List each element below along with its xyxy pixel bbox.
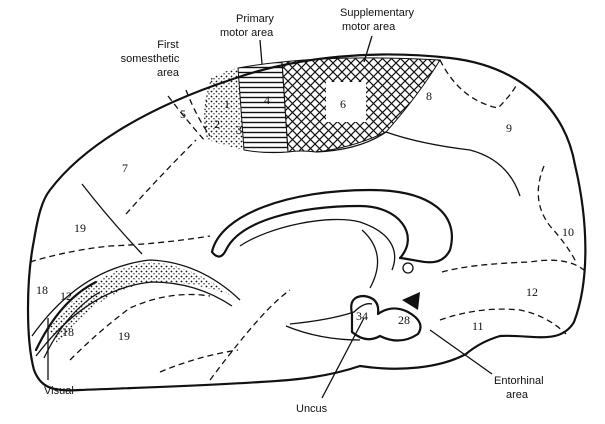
area-label-11: 11 (472, 319, 484, 333)
area-label-8: 8 (426, 89, 432, 103)
area-label-3: 3 (236, 123, 242, 137)
area-6-clear-box (326, 82, 366, 122)
leader-entorhinal (430, 330, 492, 374)
area-label-19-lower: 19 (118, 329, 130, 343)
label-uncus: Uncus (296, 403, 328, 415)
label-first-somesthetic-line1: First (157, 39, 178, 51)
area-label-12-frontal: 12 (526, 285, 538, 299)
septum-line (362, 230, 378, 288)
label-first-somesthetic-line2: somesthetic (121, 53, 180, 65)
area-label-4: 4 (264, 93, 270, 107)
anterior-commissure (403, 263, 413, 273)
area-label-7: 7 (122, 161, 128, 175)
area-label-28: 28 (398, 313, 410, 327)
boundary-basal-temporal (160, 350, 238, 372)
boundary-7-8 (126, 140, 196, 214)
boundary-12-11 (440, 309, 566, 334)
boundary-19-18-upper (30, 236, 210, 262)
boundary-temporal (210, 290, 290, 380)
area-label-12-occipital: 12 (60, 289, 72, 303)
area-label-2: 2 (214, 117, 220, 131)
area-label-18-lower: 18 (62, 325, 74, 339)
boundary-9-10 (538, 166, 576, 262)
area-label-5: 5 (180, 107, 186, 121)
label-entorhinal-line2: area (506, 389, 529, 401)
label-first-somesthetic-line3: area (157, 67, 180, 79)
area-label-18-upper: 18 (36, 283, 48, 297)
area-label-19-upper: 19 (74, 221, 86, 235)
boundary-10-12 (442, 260, 584, 272)
label-visual: Visual (44, 385, 74, 397)
label-entorhinal-line1: Entorhinal (494, 375, 544, 387)
area-label-34: 34 (356, 309, 368, 323)
label-supplementary-motor-line1: Supplementary (340, 7, 414, 19)
leader-uncus (322, 318, 364, 398)
rhinal-dark-wedge (402, 292, 420, 310)
area-label-6: 6 (340, 97, 346, 111)
fornix (240, 219, 395, 270)
boundary-8-9 (440, 60, 516, 108)
boundary-5-7 (168, 96, 206, 142)
area-label-9: 9 (506, 121, 512, 135)
label-primary-motor-line2: motor area (220, 27, 274, 39)
leader-primary-motor (260, 40, 262, 64)
corpus-callosum (212, 190, 452, 262)
area-label-10: 10 (562, 225, 574, 239)
hippocampal-lower-line (286, 326, 360, 340)
label-supplementary-motor-line2: motor area (342, 21, 396, 33)
parieto-occipital-sulcus (82, 184, 142, 254)
label-primary-motor-line1: Primary (236, 13, 274, 25)
area-label-1: 1 (224, 97, 230, 111)
